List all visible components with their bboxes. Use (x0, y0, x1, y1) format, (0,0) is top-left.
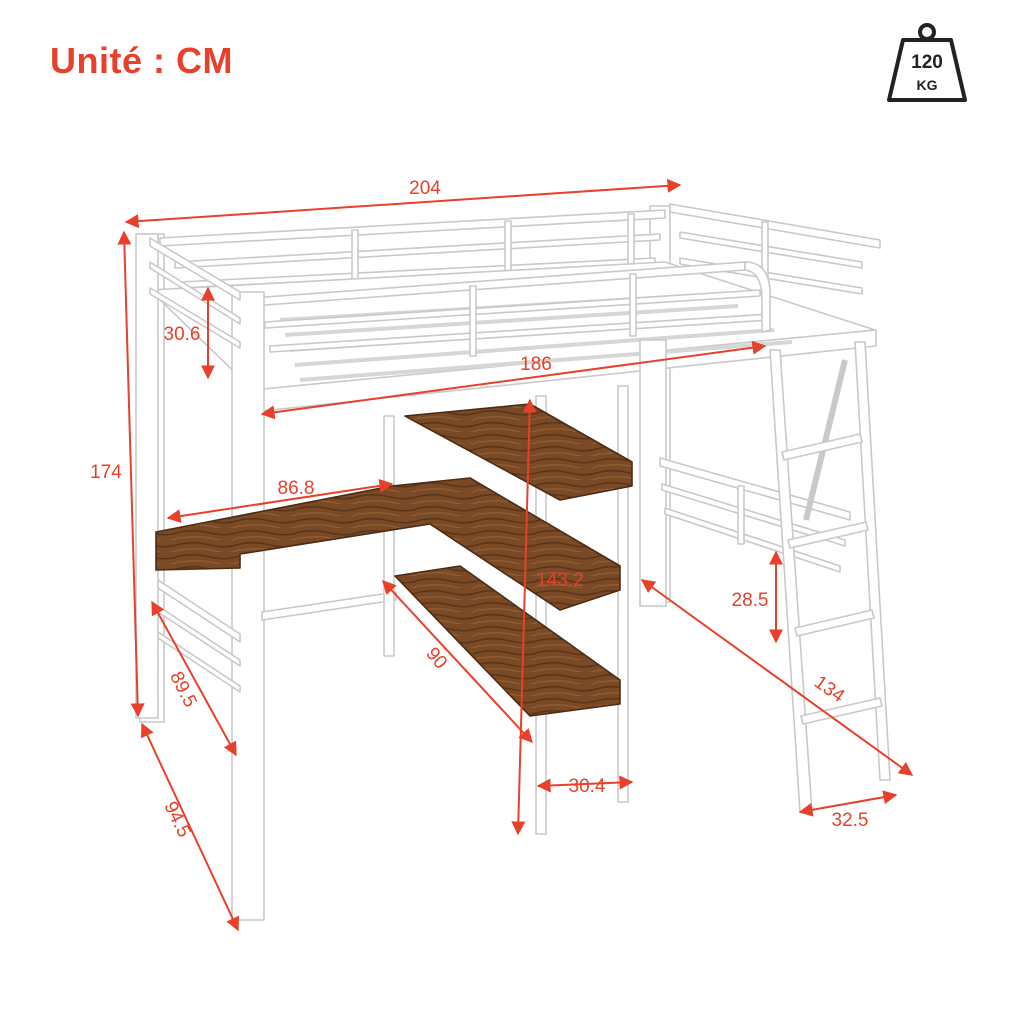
front-left-post (231, 291, 265, 921)
dim-line-ladder-width (798, 790, 898, 817)
dim-line-desk-length (166, 478, 394, 524)
label-total-height: 174 (90, 462, 122, 483)
weight-icon (887, 23, 967, 102)
dim-line-shelf-width (536, 775, 634, 793)
left-end-post (135, 233, 159, 719)
front-right-post (639, 339, 667, 607)
label-desk-depth: 89.5 (165, 668, 201, 710)
weight-unit: KG (917, 77, 938, 93)
label-under-height: 143.2 (536, 570, 584, 591)
left-end-guard-rail (149, 237, 241, 349)
dim-line-bed-width (140, 722, 240, 932)
ladder (769, 341, 891, 813)
label-step-spacing: 28.5 (732, 590, 769, 611)
label-bed-length: 204 (409, 178, 441, 199)
lower-side-rail (659, 457, 851, 573)
label-rail-height: 30.6 (164, 324, 201, 345)
label-shelf-depth: 90 (421, 644, 451, 674)
label-ladder-width: 32.5 (832, 810, 869, 831)
dim-line-shelf-depth (382, 579, 533, 744)
dim-line-total-height (117, 230, 145, 718)
desk-post-right (617, 385, 629, 803)
lower-left-rail (157, 579, 397, 693)
dimension-lines (117, 178, 914, 932)
weight-badge: 120 KG (887, 23, 967, 102)
label-desk-length: 86.8 (278, 478, 315, 499)
weight-value: 120 (911, 52, 943, 73)
label-bed-width: 94.5 (159, 798, 194, 840)
desk-post-front (383, 415, 395, 657)
label-inner-length: 186 (520, 354, 552, 375)
dim-line-bed-length (124, 178, 682, 229)
dim-line-inner-length (260, 340, 767, 420)
unit-label: Unité : CM (50, 40, 233, 81)
label-shelf-width: 30.4 (569, 776, 606, 797)
label-ladder-length: 134 (810, 672, 848, 708)
dim-line-ladder-length (640, 579, 914, 776)
